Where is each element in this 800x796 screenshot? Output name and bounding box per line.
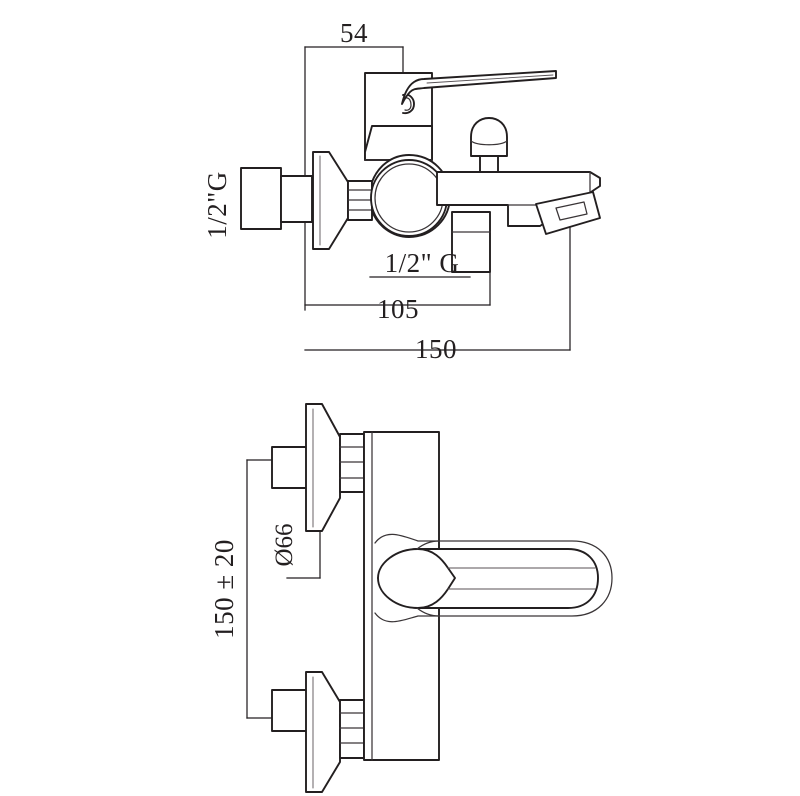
dim-label-center-distance: 150 ± 20 bbox=[209, 539, 239, 639]
left-escutcheon bbox=[312, 151, 373, 250]
lever-neck-bottom bbox=[416, 607, 440, 617]
lever-handle-highlight bbox=[426, 74, 554, 84]
top-inlet-nut bbox=[271, 446, 309, 489]
dim-label-150: 150 bbox=[415, 334, 457, 364]
top-escutcheon-front bbox=[305, 403, 365, 532]
top-collar-body bbox=[339, 433, 365, 493]
dim-label-flange-diameter: Ø66 bbox=[271, 523, 298, 566]
outlet-aerator bbox=[555, 201, 588, 221]
lever-pivot-inner bbox=[404, 97, 412, 111]
escutcheon-cone bbox=[312, 151, 349, 250]
bottom-outlet-shank bbox=[451, 211, 491, 273]
lever-outer-shadow bbox=[374, 533, 613, 623]
inlet-nut bbox=[240, 167, 282, 230]
bottom-escutcheon-front bbox=[305, 671, 365, 793]
lever-neck-top bbox=[416, 540, 440, 550]
bottom-inlet-nut bbox=[271, 689, 309, 732]
body-transition bbox=[364, 125, 433, 161]
top-escutcheon-cone bbox=[305, 403, 341, 532]
bottom-escutcheon-cone bbox=[305, 671, 341, 793]
top-inlet-shank-front bbox=[271, 446, 309, 489]
bottom-collar-body bbox=[339, 699, 365, 759]
dim-label-54: 54 bbox=[340, 18, 368, 48]
side-elevation-view: 54 105 150 1/2" G 1/2"G bbox=[202, 18, 601, 364]
dim-label-105: 105 bbox=[377, 294, 419, 324]
hand-shower-outlet bbox=[535, 191, 601, 235]
dim-label-outlet-thread: 1/2" G bbox=[385, 248, 460, 278]
lever-front-bulb bbox=[377, 548, 456, 609]
diverter-knob bbox=[470, 117, 508, 173]
lever-handle-side bbox=[401, 70, 557, 105]
diverter-knob-dome bbox=[470, 117, 508, 157]
outlet-shank-body bbox=[451, 211, 491, 273]
front-elevation-view: 150 ± 20 Ø66 bbox=[209, 403, 613, 793]
diverter-knob-seam bbox=[470, 140, 508, 146]
bottom-inlet-shank-front bbox=[271, 689, 309, 732]
lever-handle-body bbox=[401, 70, 557, 105]
dimension-lines-top bbox=[304, 46, 571, 351]
left-inlet-shank bbox=[240, 167, 313, 230]
cartridge-circle-outer bbox=[370, 159, 448, 237]
lever-handle-front bbox=[374, 533, 613, 623]
dim-label-inlet-thread: 1/2"G bbox=[202, 171, 232, 239]
inlet-pipe bbox=[280, 175, 313, 223]
diverter-knob-stem bbox=[479, 155, 499, 173]
